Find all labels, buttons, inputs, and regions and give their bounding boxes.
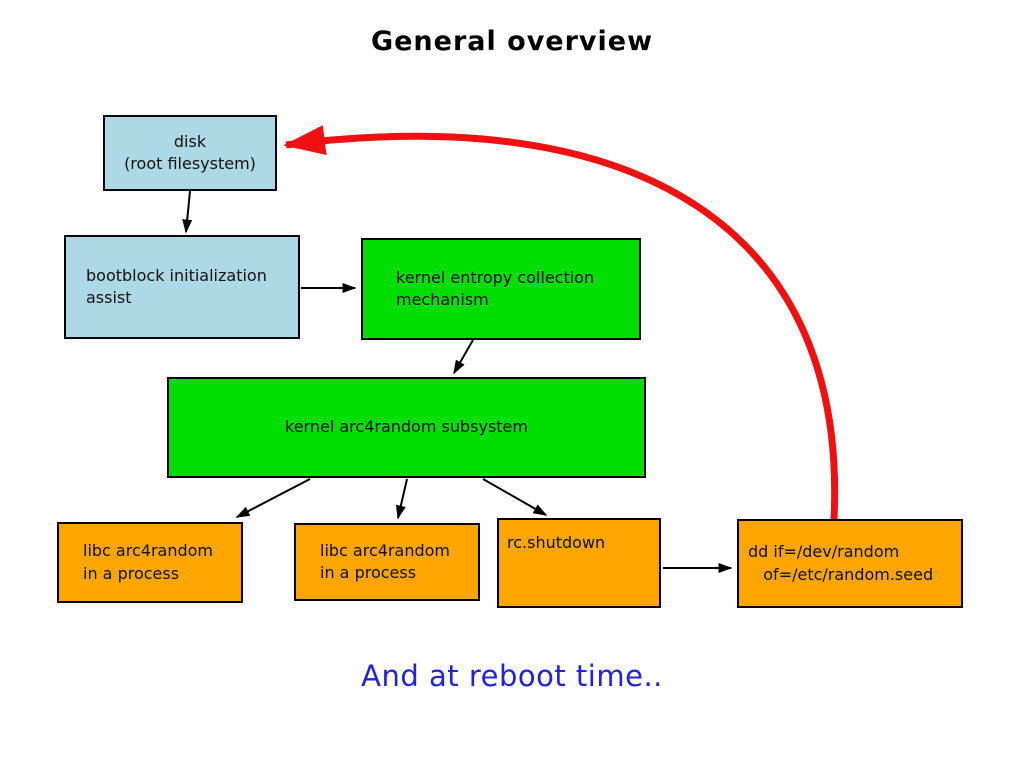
node-libc-arc4random-process-1: libc arc4random in a process [57, 522, 243, 603]
node-arc4-label: kernel arc4random subsystem [285, 417, 528, 437]
node-bootblock-init-assist: bootblock initialization assist [64, 235, 300, 339]
arrow-disk-to-bootblock [182, 190, 193, 234]
node-disk: disk (root filesystem) [103, 115, 277, 191]
diagram-title: General overview [370, 26, 654, 57]
node-disk-label: disk (root filesystem) [124, 131, 256, 173]
node-dd-random-seed: dd if=/dev/random of=/etc/random.seed [737, 519, 963, 608]
arrow-arc4-to-libc2 [395, 478, 408, 520]
node-rc-shutdown: rc.shutdown [497, 518, 661, 608]
node-libc1-label: libc arc4random in a process [83, 541, 213, 583]
node-libc2-label: libc arc4random in a process [320, 540, 450, 582]
node-rcshutdown-label: rc.shutdown [507, 533, 606, 552]
node-kernel-arc4random-subsystem: kernel arc4random subsystem [167, 377, 646, 478]
node-bootblock-label: bootblock initialization assist [86, 265, 267, 307]
reboot-time-caption: And at reboot time.. [361, 659, 663, 693]
arrow-arc4-to-rcshutdown [482, 478, 548, 516]
arrow-arc4-to-libc1 [235, 478, 311, 518]
node-entropy-label: kernel entropy collection mechanism [396, 267, 595, 309]
node-kernel-entropy-collection: kernel entropy collection mechanism [361, 238, 641, 340]
arrow-entropy-to-arc4 [453, 339, 474, 375]
node-dd-label: dd if=/dev/random of=/etc/random.seed [748, 542, 934, 584]
node-libc-arc4random-process-2: libc arc4random in a process [294, 523, 480, 601]
